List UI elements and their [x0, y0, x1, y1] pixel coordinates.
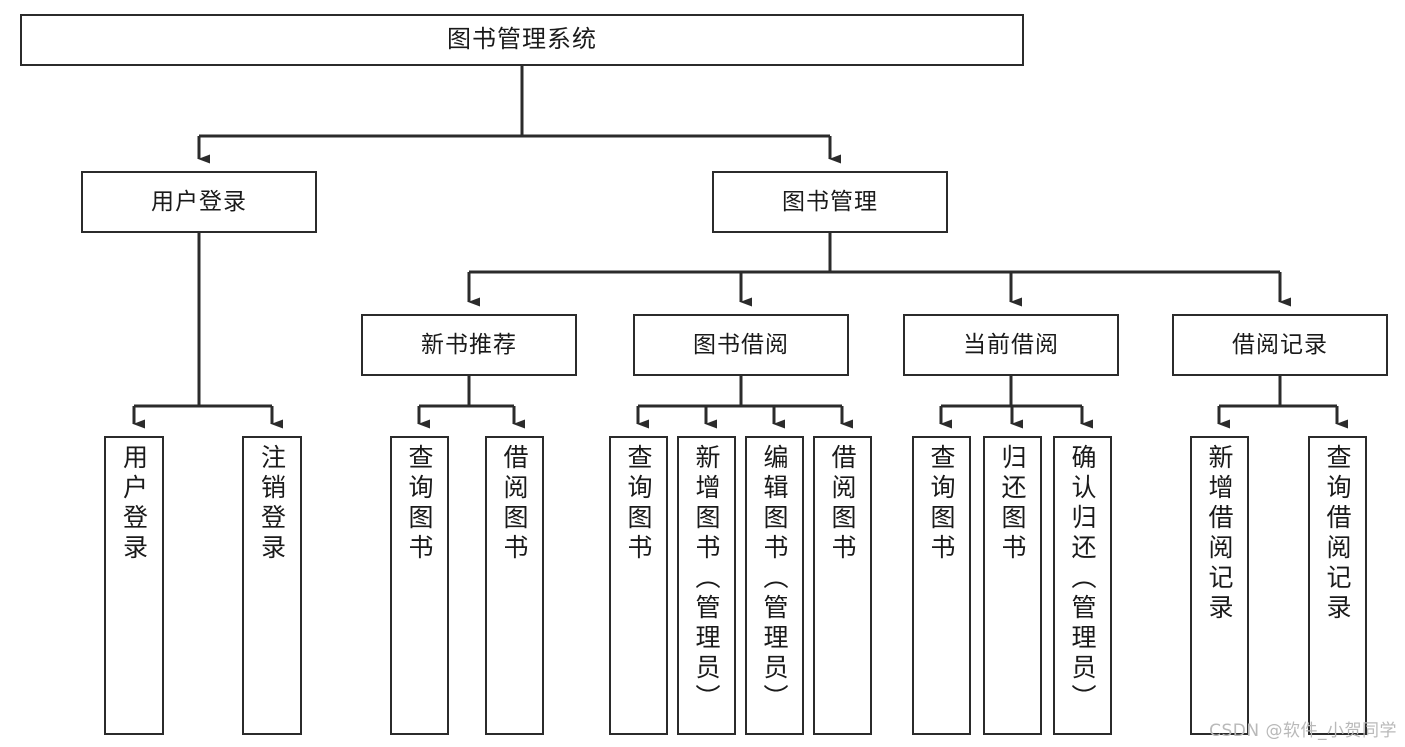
node-leaf-confirm-return[interactable]: 确认归还（管理员）: [1053, 436, 1112, 735]
node-leaf-query-record-label: 查询借阅记录: [1323, 444, 1352, 624]
node-leaf-edit-book[interactable]: 编辑图书（管理员）: [745, 436, 804, 735]
connector-userlogin-to-leaves: [132, 233, 283, 429]
node-root-label: 图书管理系统: [447, 25, 597, 54]
node-book-management[interactable]: 图书管理: [712, 171, 948, 233]
node-borrow-record[interactable]: 借阅记录: [1172, 314, 1388, 376]
connector-borrowrecord-to-leaves: [1217, 376, 1348, 429]
node-leaf-query-book-3-label: 查询图书: [927, 444, 956, 564]
node-leaf-return-book[interactable]: 归还图书: [983, 436, 1042, 735]
node-leaf-query-book-1[interactable]: 查询图书: [390, 436, 449, 735]
node-book-borrow-label: 图书借阅: [693, 331, 789, 358]
connector-currentborrow-to-leaves: [939, 376, 1093, 429]
node-leaf-confirm-return-label: 确认归还（管理员）: [1068, 444, 1097, 714]
node-leaf-query-book-2[interactable]: 查询图书: [609, 436, 668, 735]
node-leaf-edit-book-label: 编辑图书（管理员）: [760, 444, 789, 714]
node-leaf-query-record[interactable]: 查询借阅记录: [1308, 436, 1367, 735]
node-new-book-recommend-label: 新书推荐: [421, 331, 517, 358]
node-leaf-query-book-2-label: 查询图书: [624, 444, 653, 564]
node-leaf-query-book-1-label: 查询图书: [405, 444, 434, 564]
node-leaf-return-book-label: 归还图书: [998, 444, 1027, 564]
node-leaf-add-record[interactable]: 新增借阅记录: [1190, 436, 1249, 735]
node-root[interactable]: 图书管理系统: [20, 14, 1024, 66]
connector-bookmgmt-to-level3: [467, 233, 1291, 307]
node-new-book-recommend[interactable]: 新书推荐: [361, 314, 577, 376]
node-borrow-record-label: 借阅记录: [1232, 331, 1328, 358]
node-leaf-user-logout-label: 注销登录: [257, 444, 287, 564]
connector-bookborrow-to-leaves: [636, 376, 853, 429]
node-leaf-add-book-label: 新增图书（管理员）: [692, 444, 721, 714]
node-leaf-add-record-label: 新增借阅记录: [1205, 444, 1234, 624]
node-leaf-borrow-book-1[interactable]: 借阅图书: [485, 436, 544, 735]
node-book-management-label: 图书管理: [782, 188, 878, 215]
node-user-login-label: 用户登录: [151, 188, 247, 215]
node-leaf-user-logout[interactable]: 注销登录: [242, 436, 302, 735]
watermark-text: CSDN @软件_小贺同学: [1209, 721, 1397, 741]
node-user-login[interactable]: 用户登录: [81, 171, 317, 233]
node-current-borrow[interactable]: 当前借阅: [903, 314, 1119, 376]
node-leaf-query-book-3[interactable]: 查询图书: [912, 436, 971, 735]
connector-root-to-level2: [197, 66, 841, 164]
node-leaf-borrow-book-1-label: 借阅图书: [500, 444, 529, 564]
node-leaf-add-book[interactable]: 新增图书（管理员）: [677, 436, 736, 735]
node-leaf-user-login-label: 用户登录: [119, 444, 149, 564]
connector-newbook-to-leaves: [417, 376, 525, 429]
node-book-borrow[interactable]: 图书借阅: [633, 314, 849, 376]
node-leaf-borrow-book-2-label: 借阅图书: [828, 444, 857, 564]
node-leaf-user-login[interactable]: 用户登录: [104, 436, 164, 735]
node-current-borrow-label: 当前借阅: [963, 331, 1059, 358]
node-leaf-borrow-book-2[interactable]: 借阅图书: [813, 436, 872, 735]
